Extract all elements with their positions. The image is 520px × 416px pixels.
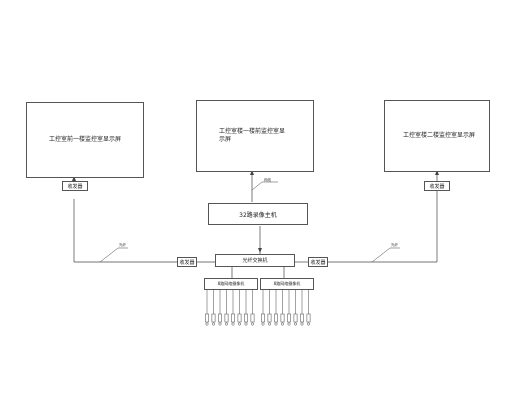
camera-lens <box>212 322 215 326</box>
camera-lens <box>244 322 248 326</box>
camera-icon <box>306 313 311 323</box>
fiber-label-left: 光纤 <box>119 243 126 247</box>
camera-lens <box>205 322 209 326</box>
camera-lens <box>251 322 254 326</box>
camera-icon <box>250 313 255 323</box>
left-display-screen: 工控室前一楼监控室显示屏 <box>26 102 144 178</box>
camera-lens <box>268 322 271 326</box>
camera-icon <box>293 313 298 323</box>
camera-group-2: 8路网络摄像机 <box>260 278 314 290</box>
camera-icon <box>274 313 278 323</box>
camera-lens <box>218 322 222 326</box>
camera-icon <box>287 313 291 323</box>
camera-icon <box>237 313 242 323</box>
net-label: 网线 <box>264 178 271 182</box>
center-screen-label: 工控室楼一楼前监控室显示屏 <box>219 128 286 143</box>
camera-group-1: 8路网络摄像机 <box>204 278 258 290</box>
camera-lens <box>307 322 310 326</box>
camera-lens <box>294 322 297 326</box>
camera-icon <box>267 313 272 323</box>
right-top-receiver: 收发器 <box>424 181 450 191</box>
camera-lens <box>231 322 235 326</box>
left-top-receiver: 收发器 <box>62 181 88 191</box>
center-display-screen: 工控室楼一楼前监控室显示屏 <box>196 100 314 172</box>
fiber-switch: 光纤交换机 <box>215 254 295 267</box>
nvr-host: 32路录像主机 <box>208 203 308 225</box>
camera-lens <box>261 322 265 326</box>
right-bottom-receiver: 收发器 <box>308 257 328 267</box>
camera-icon <box>300 313 304 323</box>
camera-lens <box>287 322 291 326</box>
right-display-screen: 工控室楼二楼监控室显示屏 <box>384 100 490 172</box>
camera-lens <box>225 322 228 326</box>
fiber-label-right: 光纤 <box>391 243 398 247</box>
camera-icon <box>231 313 235 323</box>
camera-lens <box>238 322 241 326</box>
camera-icon <box>218 313 222 323</box>
camera-icon <box>244 313 248 323</box>
camera-lens <box>300 322 304 326</box>
camera-icon <box>261 313 265 323</box>
camera-lens <box>281 322 284 326</box>
camera-icon <box>280 313 285 323</box>
camera-lens <box>274 322 278 326</box>
left-screen-label: 工控室前一楼监控室显示屏 <box>49 136 122 143</box>
camera-icon <box>224 313 229 323</box>
camera-icon <box>211 313 216 323</box>
camera-icon <box>205 313 209 323</box>
right-screen-label: 工控室楼二楼监控室显示屏 <box>403 132 476 139</box>
left-bottom-receiver: 收发器 <box>177 257 197 267</box>
